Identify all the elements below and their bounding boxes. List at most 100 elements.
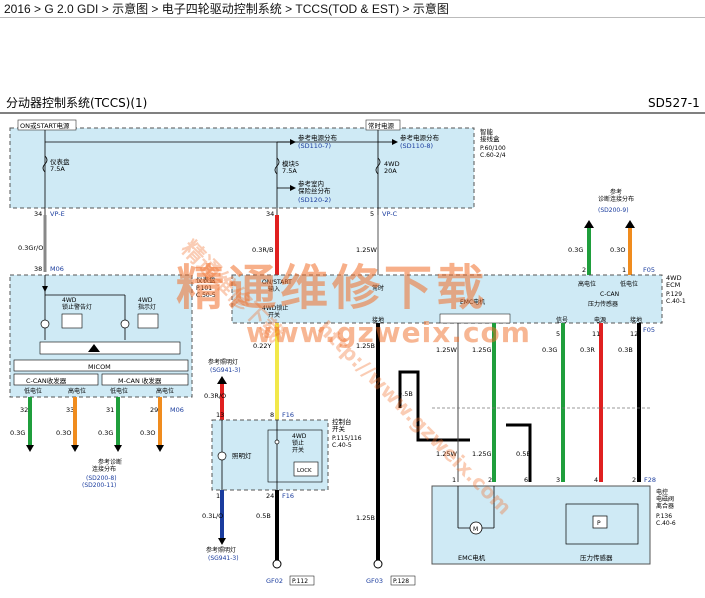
actuator-box	[431, 485, 651, 565]
pin-4: 4	[594, 476, 598, 484]
wiring-diagram: 分动器控制系统(TCCS)(1) SD527-1 ON或START电源 常时电源…	[0, 90, 705, 594]
ref-diag-top: 参考诊断连接分布	[598, 188, 634, 203]
pin-24: 24	[266, 492, 274, 500]
ground-gf02-ref: P.112	[292, 578, 308, 585]
wire-w19: 0.3G	[98, 429, 113, 437]
pin-5b: 5	[556, 330, 560, 338]
conn-f05a: F05	[643, 266, 655, 274]
ecm-emc: EMC电机	[460, 298, 485, 306]
pin-12b: 12	[630, 330, 638, 338]
ref-illum-bottom: 参考照明灯	[206, 546, 236, 554]
ecm-power: 电源	[594, 316, 606, 324]
ref-ground-dist: 参考室内保险丝分布	[298, 179, 331, 195]
high-label-b: 高电位	[156, 387, 174, 395]
ref-illum-top-code: (SG941-3)	[210, 367, 241, 374]
wire-w8: 0.5B	[398, 390, 413, 398]
ref-diag-bottom-code: (SD200-8)(SD200-11)	[82, 475, 117, 489]
wire-w20: 0.3O	[140, 429, 155, 437]
pin-1a: 1	[622, 266, 626, 274]
pin-11: 11	[592, 330, 600, 338]
pin-2c: 2	[632, 476, 636, 484]
ground-gf03: GF03	[366, 577, 383, 585]
low-label-b: 低电位	[110, 387, 128, 395]
wire-w15: 0.3R	[580, 346, 595, 354]
ref-diag-bottom: 参考诊断连接分布	[92, 458, 122, 473]
motor-m: M	[473, 526, 478, 533]
ground-gf03-ref: P.128	[393, 578, 409, 585]
on-start-label: ON或START电源	[20, 121, 70, 130]
conn-m06b: M06	[170, 406, 184, 414]
switch-lamp: 照明灯	[232, 451, 252, 460]
wire-w7: 1.25B	[356, 342, 375, 350]
wire-w3: 1.25W	[356, 246, 377, 254]
breadcrumb: 2016 > G 2.0 GDI > 示意图 > 电子四轮驱动控制系统 > TC…	[0, 0, 705, 18]
pin-32: 32	[20, 406, 28, 414]
ref-dist-1-code: (SD110-7)	[298, 142, 331, 150]
wire-w14: 0.3G	[542, 346, 557, 354]
ecm-gnd2: 接地	[630, 316, 642, 324]
diagram-code: SD527-1	[648, 96, 700, 110]
wire-w17: 0.3G	[10, 429, 25, 437]
pin-33: 33	[66, 406, 74, 414]
wire-w9: 0.3R/O	[204, 392, 226, 400]
wire-w12: 1.25W	[436, 450, 457, 458]
ecm-pressure: 压力传感器	[588, 300, 618, 308]
ref-dist-2-code: (SD110-8)	[400, 142, 433, 150]
pin-1b: 1	[452, 476, 456, 484]
conn-m06a: M06	[50, 265, 64, 273]
pin-8: 8	[270, 411, 274, 419]
wire-w22: 0.5B	[256, 512, 271, 520]
ref-dist-2: 参考电源分布	[400, 133, 440, 142]
high-label-a: 高电位	[68, 387, 86, 395]
wire-w16: 0.3B	[618, 346, 633, 354]
wire-w5: 0.3O	[610, 246, 625, 254]
pin-34b: 34	[266, 210, 274, 218]
ecm-can: C-CAN	[600, 291, 619, 298]
pin-31: 31	[106, 406, 114, 414]
pin-13: 13	[216, 411, 224, 419]
diagram-title: 分动器控制系统(TCCS)(1)	[6, 96, 147, 110]
actuator-title: 电控电磁阀离合器	[656, 488, 674, 510]
wire-w3b: 1.25W	[436, 346, 457, 354]
conn-f16b: F16	[282, 492, 294, 500]
pin-29: 29	[150, 406, 158, 414]
ecm-constant: 常时	[372, 284, 384, 292]
ref-illum-top: 参考照明灯	[208, 358, 238, 366]
conn-f05b: F05	[643, 326, 655, 334]
conn-f28: F28	[644, 476, 656, 484]
pin-6: 6	[524, 476, 528, 484]
ecm-high: 高电位	[578, 280, 596, 288]
wire-w21: 1.25B	[356, 514, 375, 522]
ref-illum-bottom-code: (SG941-3)	[208, 555, 239, 562]
ecm-signal: 信号	[556, 316, 568, 324]
mcan-label: M-CAN 收发器	[118, 376, 162, 385]
actuator-emc: EMC电机	[458, 553, 486, 562]
junction-title: 智能接线盒	[480, 127, 500, 143]
low-label-a: 低电位	[24, 387, 42, 395]
pin-38: 38	[34, 265, 42, 273]
pin-3: 3	[556, 476, 560, 484]
switch-lock: LOCK	[297, 468, 312, 474]
switch-box	[211, 419, 329, 491]
wire-w1: 0.3Gr/O	[18, 244, 43, 252]
wire-w13: 1.25G	[472, 450, 492, 458]
switch-title: 控制台开关	[332, 417, 352, 433]
pin-2b: 2	[488, 476, 492, 484]
wire-w11: 0.5B	[516, 450, 531, 458]
wire-w13a: 1.25G	[472, 346, 492, 354]
ecm-low: 低电位	[620, 280, 638, 288]
conn-vpc: VP-C	[382, 210, 398, 218]
ref-diag-top-code: (SD200-9)	[598, 207, 629, 214]
constant-label: 常时电源	[368, 121, 395, 130]
